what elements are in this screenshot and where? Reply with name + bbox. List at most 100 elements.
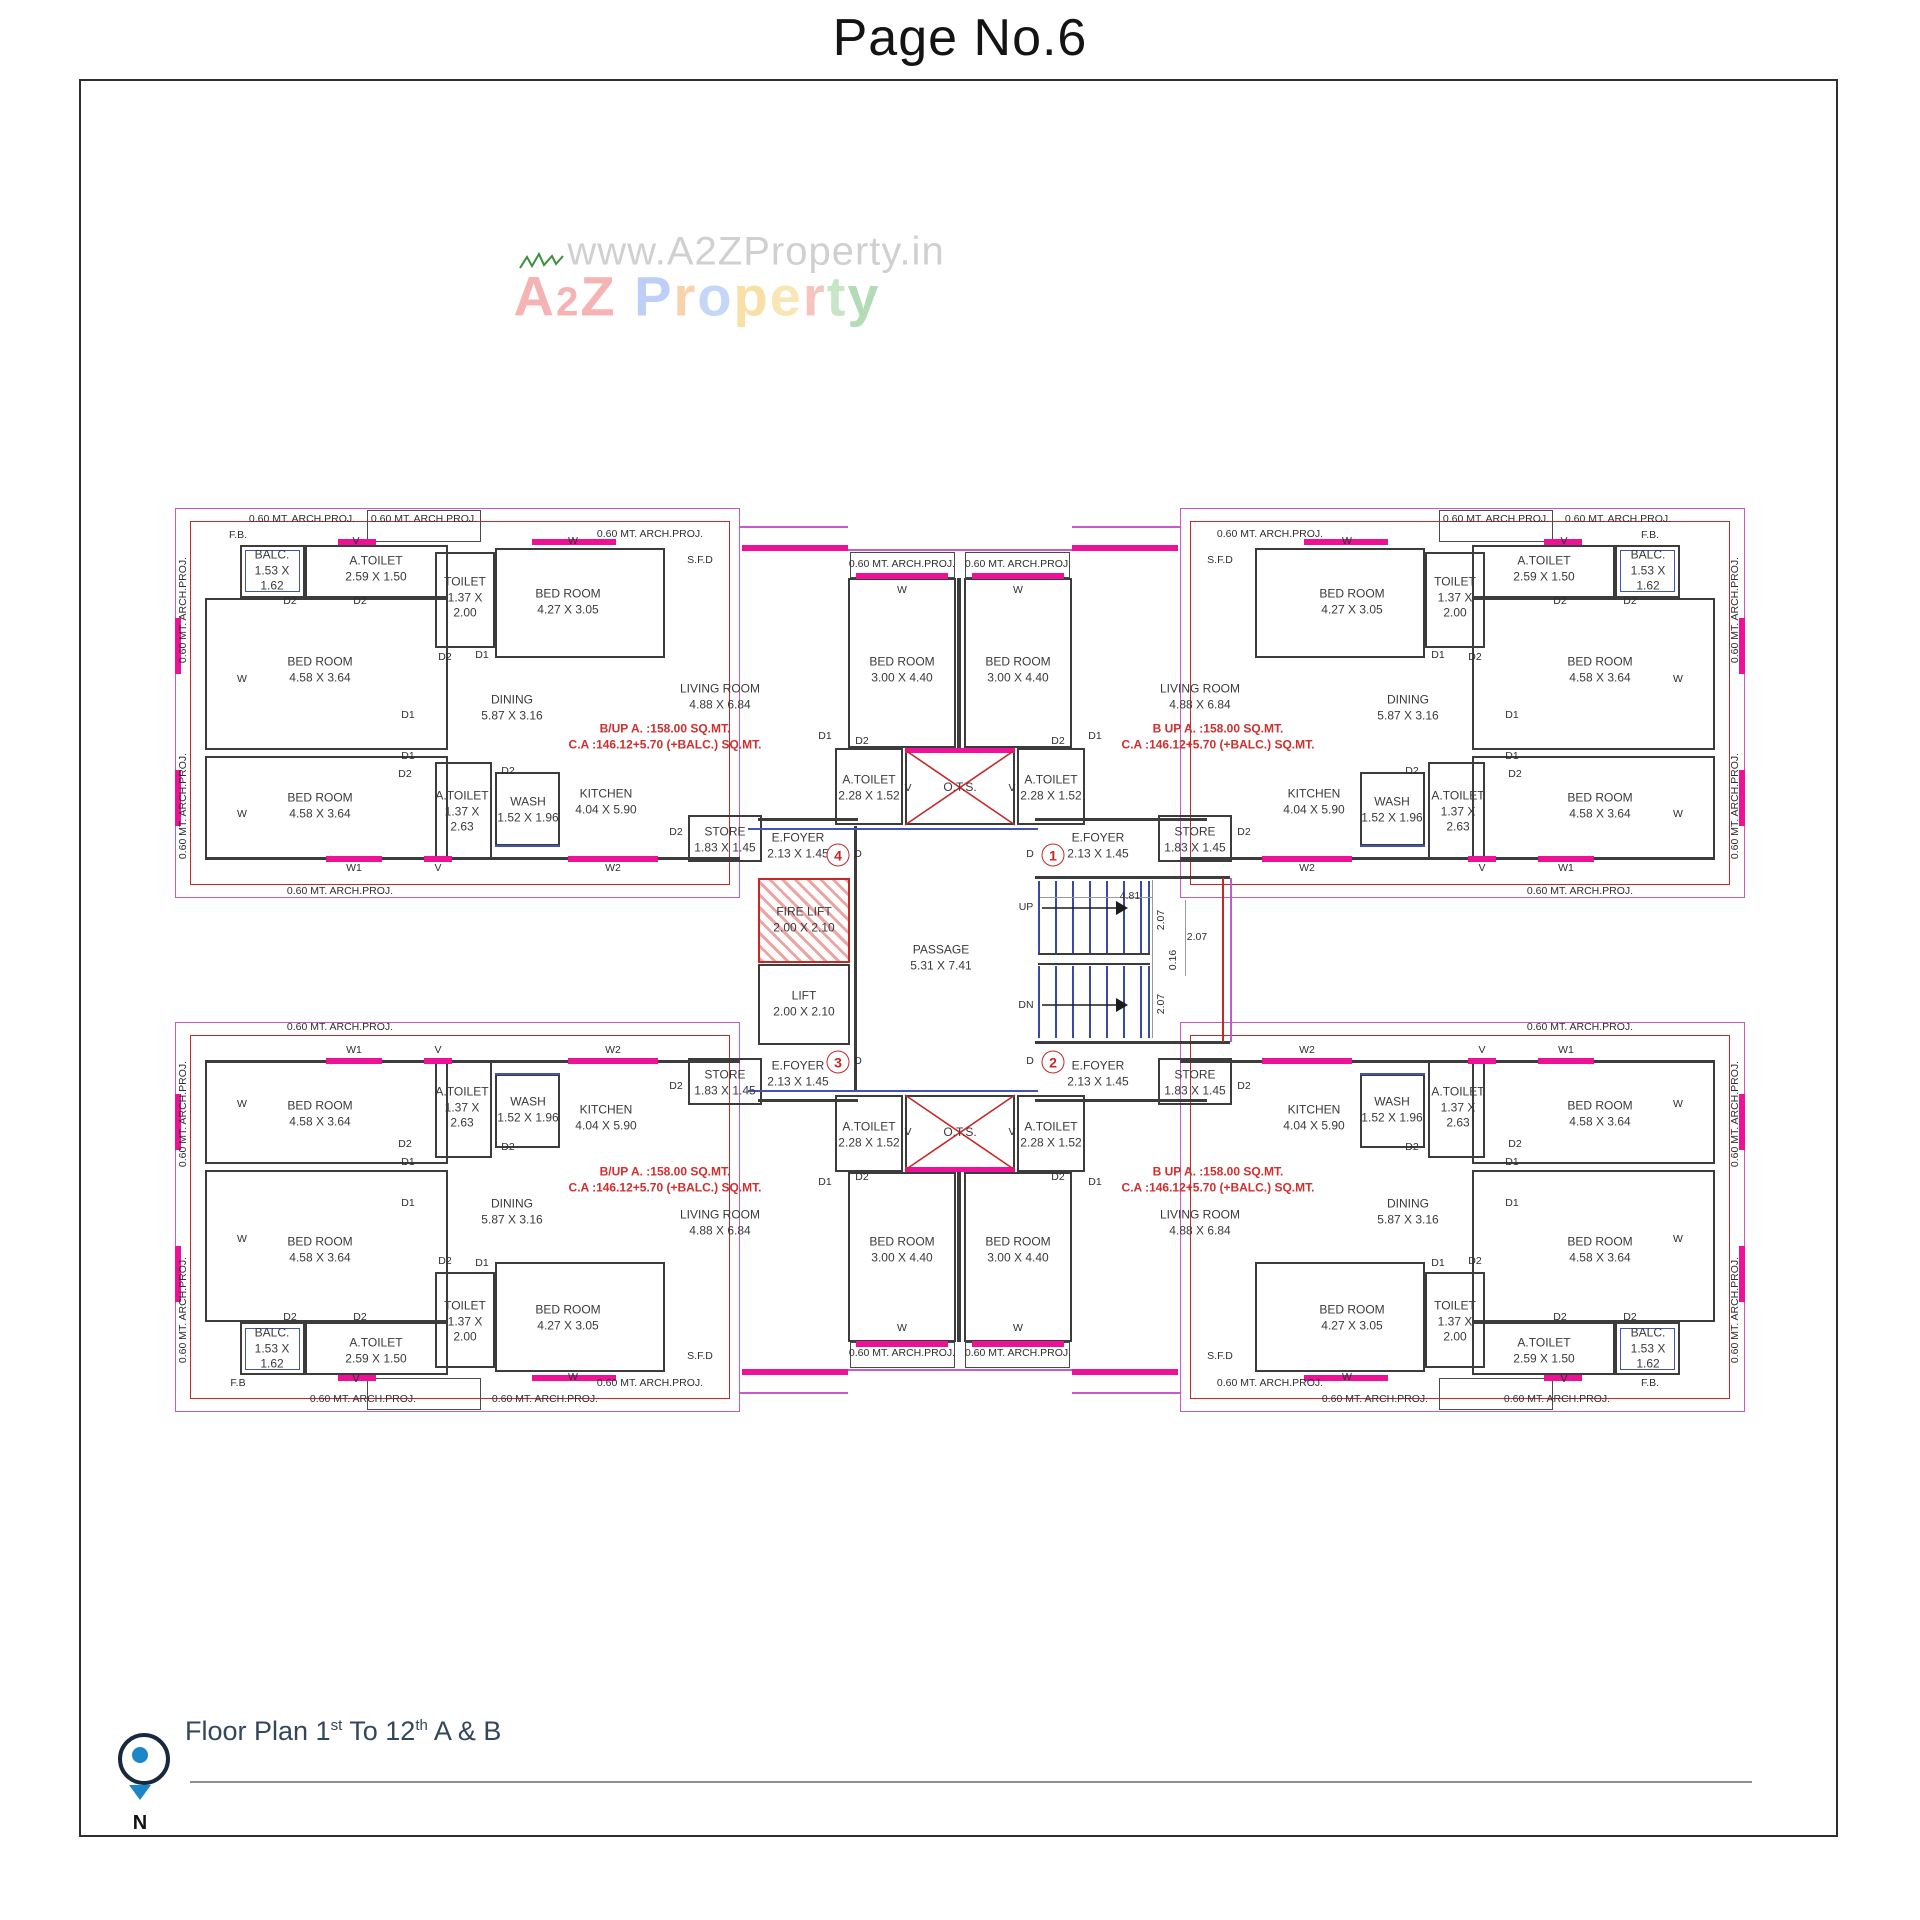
plan-line-blue — [495, 1073, 560, 1075]
plan-tag: 0.60 MT. ARCH.PROJ. — [177, 752, 190, 860]
plan-tag: 0.60 MT. ARCH.PROJ. — [309, 1393, 417, 1406]
plan-tag: D1 — [1431, 1257, 1445, 1270]
plan-tag: F.B. — [228, 529, 248, 542]
plan-tag: V — [1478, 862, 1486, 875]
plan-tag: D2 — [1237, 1080, 1251, 1093]
plan-line-violet — [1180, 508, 1745, 898]
plan-line-dark — [1035, 876, 1230, 879]
plan-tag: DN — [1018, 999, 1034, 1012]
plan-tag: D1 — [475, 1257, 489, 1270]
plan-tag: D — [1026, 848, 1034, 861]
plan-tag: W2 — [1299, 1044, 1315, 1057]
plan-line-blue — [495, 845, 560, 847]
plan-line-magenta — [175, 1246, 181, 1302]
plan-tag: W2 — [605, 1044, 621, 1057]
plan-line-magenta — [1072, 545, 1178, 551]
plan-tag: V — [904, 1126, 912, 1139]
plan-tag: W — [1013, 584, 1023, 597]
attached-toilet-259-br — [1472, 1322, 1615, 1375]
plan-tag: D2 — [1553, 595, 1567, 608]
plan-tag: D2 — [1051, 1171, 1065, 1184]
plan-line-violet — [848, 1369, 1072, 1371]
plan-tag: W1 — [346, 862, 362, 875]
plan-tag: D1 — [1505, 1156, 1519, 1169]
plan-line-blue — [1360, 845, 1425, 847]
store-bl — [688, 1058, 762, 1105]
dimension-label: 2.07 — [1155, 993, 1168, 1015]
plan-line-violet — [848, 549, 1072, 551]
watermark-letter: o — [697, 264, 734, 328]
plan-line-dark — [1038, 963, 1150, 965]
plan-tag: V — [1478, 1044, 1486, 1057]
plan-tag: UP — [1018, 901, 1034, 914]
plan-line-dark — [957, 1172, 961, 1342]
plan-tag: V — [1008, 782, 1016, 795]
dimension-label: 2.07 — [1155, 909, 1168, 931]
plan-line-magenta — [326, 856, 382, 862]
plan-line-blue — [1360, 1073, 1425, 1075]
plan-tag: D1 — [401, 1156, 415, 1169]
plan-line-magenta — [1544, 1375, 1582, 1381]
plan-tag: W2 — [1299, 862, 1315, 875]
plan-tag: W — [568, 1371, 578, 1384]
area-note: B/UP A. :158.00 SQ.MT.C.A :146.12+5.70 (… — [568, 721, 762, 751]
plan-line-violet — [175, 1022, 740, 1412]
stair-flight — [1038, 966, 1150, 1038]
sheet-border — [79, 79, 1838, 1837]
plan-tag: F.B. — [1640, 529, 1660, 542]
plan-line-magenta — [1538, 1058, 1594, 1064]
plan-line-magenta — [1739, 1094, 1745, 1150]
plan-tag: 0.60 MT. ARCH.PROJ. — [1729, 752, 1742, 860]
plan-tag: D2 — [501, 765, 515, 778]
plan-tag: 0.60 MT. ARCH.PROJ. — [848, 1347, 956, 1360]
plan-line-magenta — [1544, 539, 1582, 545]
balcony-br — [1615, 1322, 1680, 1375]
plan-line-red — [190, 521, 730, 885]
plan-tag: D2 — [1237, 826, 1251, 839]
plan-tag: D1 — [401, 709, 415, 722]
plan-tag: D2 — [1405, 1141, 1419, 1154]
plan-tag: D2 — [501, 1141, 515, 1154]
plan-tag: S.F.D — [1207, 554, 1233, 567]
watermark-letter: A — [513, 264, 556, 328]
plan-line-blue — [748, 1090, 1038, 1092]
plan-line-magenta — [338, 1375, 376, 1381]
store-tl — [688, 815, 762, 862]
page-title: Page No.6 — [832, 9, 1088, 67]
plan-line-magenta — [742, 545, 848, 551]
watermark-letter: Z — [580, 264, 617, 328]
plan-tag: 0.60 MT. ARCH.PROJ. — [848, 558, 956, 571]
plan-tag: 0.60 MT. ARCH.PROJ. — [370, 513, 478, 526]
plan-tag: 0.60 MT. ARCH.PROJ. — [1442, 513, 1550, 526]
unit-number-4: 4 — [826, 843, 850, 867]
plan-tag: D2 — [398, 768, 412, 781]
plan-line-dark — [205, 857, 740, 860]
dimension-label: 0.16 — [1167, 949, 1180, 971]
plan-tag: D2 — [438, 1255, 452, 1268]
plan-tag: D — [1026, 1055, 1034, 1068]
caption-underline — [190, 1781, 1752, 1783]
watermark-letter: 2 — [555, 278, 581, 325]
plan-line-magenta — [1072, 1369, 1178, 1375]
plan-tag: 0.60 MT. ARCH.PROJ. — [491, 1393, 599, 1406]
plan-line-magenta — [1739, 770, 1745, 826]
plan-line-magenta — [1304, 1375, 1388, 1381]
plan-tag: 0.60 MT. ARCH.PROJ. — [286, 1021, 394, 1034]
plan-tag: 0.60 MT. ARCH.PROJ. — [1564, 513, 1672, 526]
plan-line-violet — [175, 508, 740, 898]
